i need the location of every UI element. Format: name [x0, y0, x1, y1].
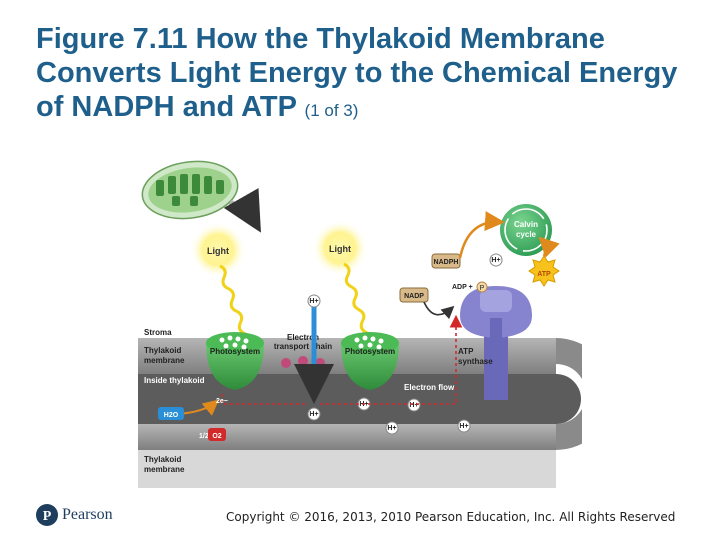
photosystem-label-1: Photosystem: [210, 347, 260, 356]
nadp-reduction-arrow: [423, 301, 455, 320]
atp-burst-icon: [528, 255, 560, 287]
h-plus-label-5: H+: [409, 402, 418, 409]
electron-flow-label: Electron flow: [404, 383, 455, 392]
pearson-logo-text: Pearson: [62, 506, 113, 523]
stroma-label: Stroma: [144, 328, 172, 337]
light-label-2: Light: [329, 244, 351, 254]
phosphate-icon: [476, 281, 488, 293]
pearson-logo-icon: P: [36, 504, 58, 526]
photosystem-label-2: Photosystem: [345, 347, 395, 356]
nadph-to-calvin-arrow: [458, 211, 505, 259]
inside-thylakoid-label: Inside thylakoid: [144, 376, 205, 385]
atp-to-calvin-arrow: [538, 236, 560, 258]
h-plus-label-1: H+: [309, 298, 318, 305]
light-label-1: Light: [207, 246, 229, 256]
atp-synthase: [460, 286, 532, 400]
title-part-label: (1 of 3): [304, 101, 359, 120]
copyright-text: Copyright © 2016, 2013, 2010 Pearson Edu…: [226, 510, 676, 524]
nadp-molecule: [399, 287, 429, 303]
light-wave-2: [343, 262, 373, 345]
h-plus-label-7: H+: [459, 423, 468, 430]
h2o-label: H2O: [164, 412, 179, 419]
h-plus-label-2: H+: [491, 257, 500, 264]
atp-label: ATP: [537, 271, 551, 278]
pearson-logo: P Pearson: [36, 503, 113, 527]
phosphate-label: P: [480, 285, 485, 292]
o2-label: O2: [212, 433, 221, 440]
nadp-label: NADP: [404, 293, 424, 300]
chloroplast-illustration: [141, 160, 261, 233]
two-electrons-label: 2e−: [216, 398, 228, 405]
photosystem-i: [341, 332, 399, 390]
nadph-molecule: [431, 253, 461, 269]
title-text: Figure 7.11 How the Thylakoid Membrane C…: [36, 23, 678, 123]
photosystem-ii: [206, 332, 264, 390]
o2-box: [208, 428, 226, 441]
svg-text:P: P: [43, 509, 52, 524]
electron-flow-path: [221, 318, 456, 405]
h-plus-label-6: H+: [387, 425, 396, 432]
half-label: 1/2: [199, 433, 209, 440]
h2o-box: [158, 407, 184, 420]
nadph-label: NADPH: [434, 259, 459, 266]
slide-title: Figure 7.11 How the Thylakoid Membrane C…: [36, 22, 696, 128]
h-plus-label-3: H+: [309, 411, 318, 418]
adp-label: ADP +: [452, 284, 473, 291]
